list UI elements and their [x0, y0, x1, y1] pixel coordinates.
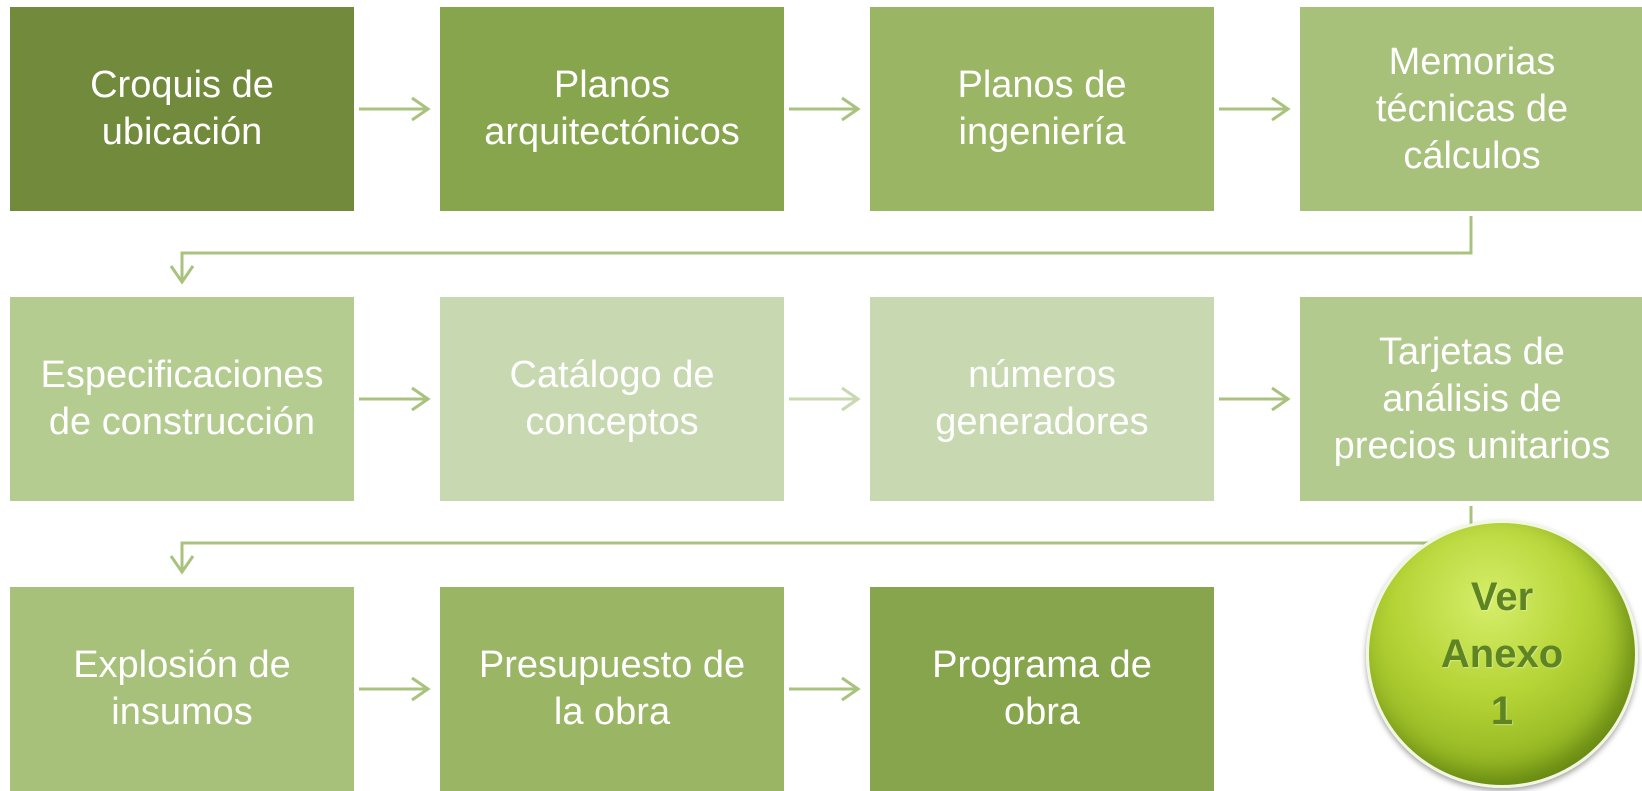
- step-memorias-tecnicas: Memorias técnicas de cálculos: [1300, 7, 1642, 211]
- step-numeros-generadores: números generadores: [870, 297, 1214, 501]
- ver-anexo-button[interactable]: Ver Anexo 1: [1366, 520, 1638, 788]
- arrow-7-to-8: [1219, 386, 1291, 412]
- arrow-1-to-2: [359, 96, 431, 122]
- step-croquis-ubicacion: Croquis de ubicación: [10, 7, 354, 211]
- step-planos-arquitectonicos: Planos arquitectónicos: [440, 7, 784, 211]
- step-presupuesto-obra: Presupuesto de la obra: [440, 587, 784, 791]
- step-programa-obra: Programa de obra: [870, 587, 1214, 791]
- step-especificaciones: Especificaciones de construcción: [10, 297, 354, 501]
- step-planos-ingenieria: Planos de ingeniería: [870, 7, 1214, 211]
- step-tarjetas-analisis: Tarjetas de análisis de precios unitario…: [1300, 297, 1642, 501]
- arrow-6-to-7: [789, 386, 861, 412]
- step-explosion-insumos: Explosión de insumos: [10, 587, 354, 791]
- ver-anexo-label: Ver Anexo 1: [1440, 574, 1564, 733]
- arrow-2-to-3: [789, 96, 861, 122]
- arrow-row2-to-row3: [169, 506, 1473, 575]
- arrow-5-to-6: [359, 386, 431, 412]
- arrow-10-to-11: [789, 676, 861, 702]
- arrow-row1-to-row2: [169, 216, 1473, 285]
- arrow-9-to-10: [359, 676, 431, 702]
- arrow-3-to-4: [1219, 96, 1291, 122]
- step-catalogo-conceptos: Catálogo de conceptos: [440, 297, 784, 501]
